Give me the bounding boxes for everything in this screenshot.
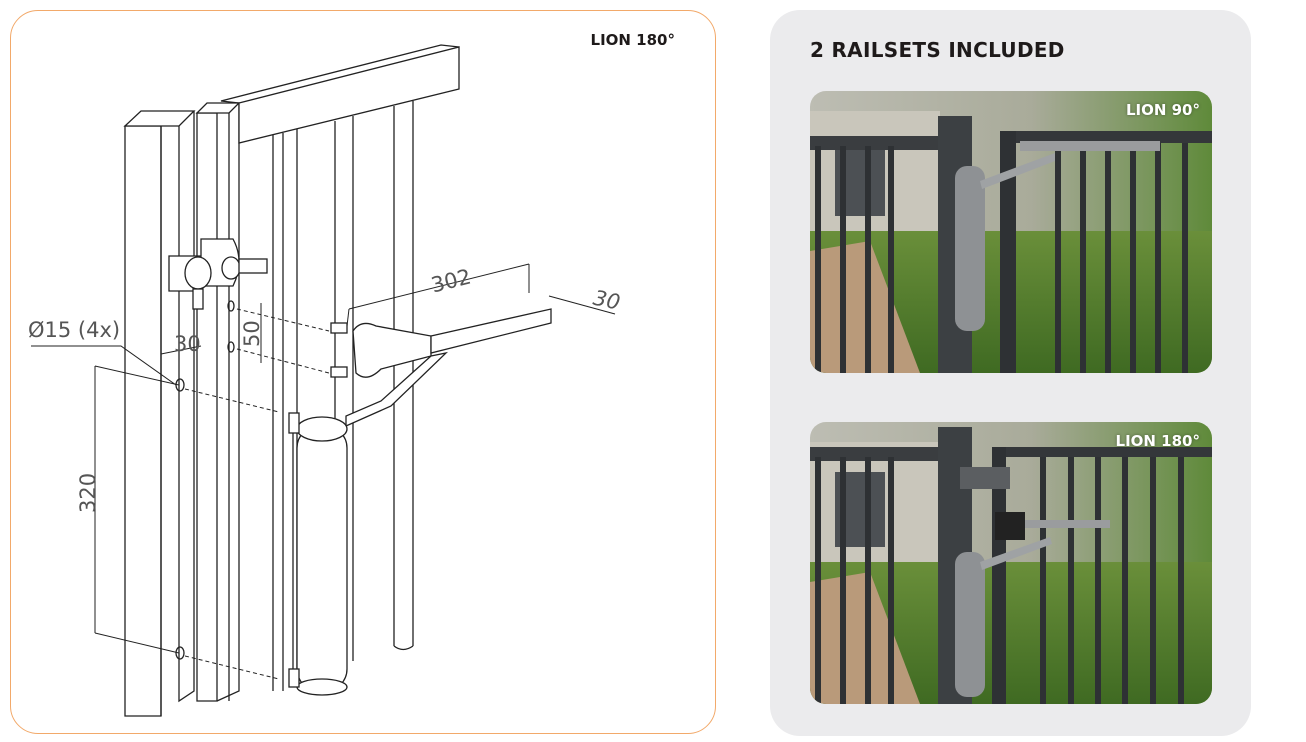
guide-lines — [184, 308, 330, 680]
post — [123, 110, 196, 717]
photo-label: LION 180° — [1115, 432, 1200, 450]
hinge — [168, 238, 268, 310]
panel-title: 2 RAILSETS INCLUDED — [810, 38, 1065, 62]
dimension-hole-offset: 30 — [174, 332, 201, 356]
photo-label: LION 90° — [1125, 101, 1200, 119]
dimension-hole-spacing: 50 — [240, 320, 264, 347]
arm-bracket — [330, 308, 552, 428]
closer-cylinder — [288, 412, 348, 696]
gate-closer-diagram: 302 30 50 30 Ø15 (4x) 320 — [28, 44, 622, 717]
dimension-lines — [31, 263, 616, 654]
gate-photo — [810, 422, 1212, 704]
photo-lion-90: LION 90° — [810, 91, 1212, 373]
dimension-closer-height: 320 — [76, 473, 100, 513]
photo-lion-180: LION 180° — [810, 422, 1212, 704]
gate-photo — [810, 91, 1212, 373]
railsets-panel: 2 RAILSETS INCLUDED LION 90° — [770, 10, 1251, 736]
diagram-panel: 302 30 50 30 Ø15 (4x) 320 LION 180° — [10, 10, 716, 734]
dimension-hole-diameter: Ø15 (4x) — [28, 318, 120, 342]
model-label: LION 180° — [590, 31, 675, 49]
dimension-arm-length: 302 — [429, 264, 474, 297]
dimension-arm-width: 30 — [591, 286, 622, 315]
